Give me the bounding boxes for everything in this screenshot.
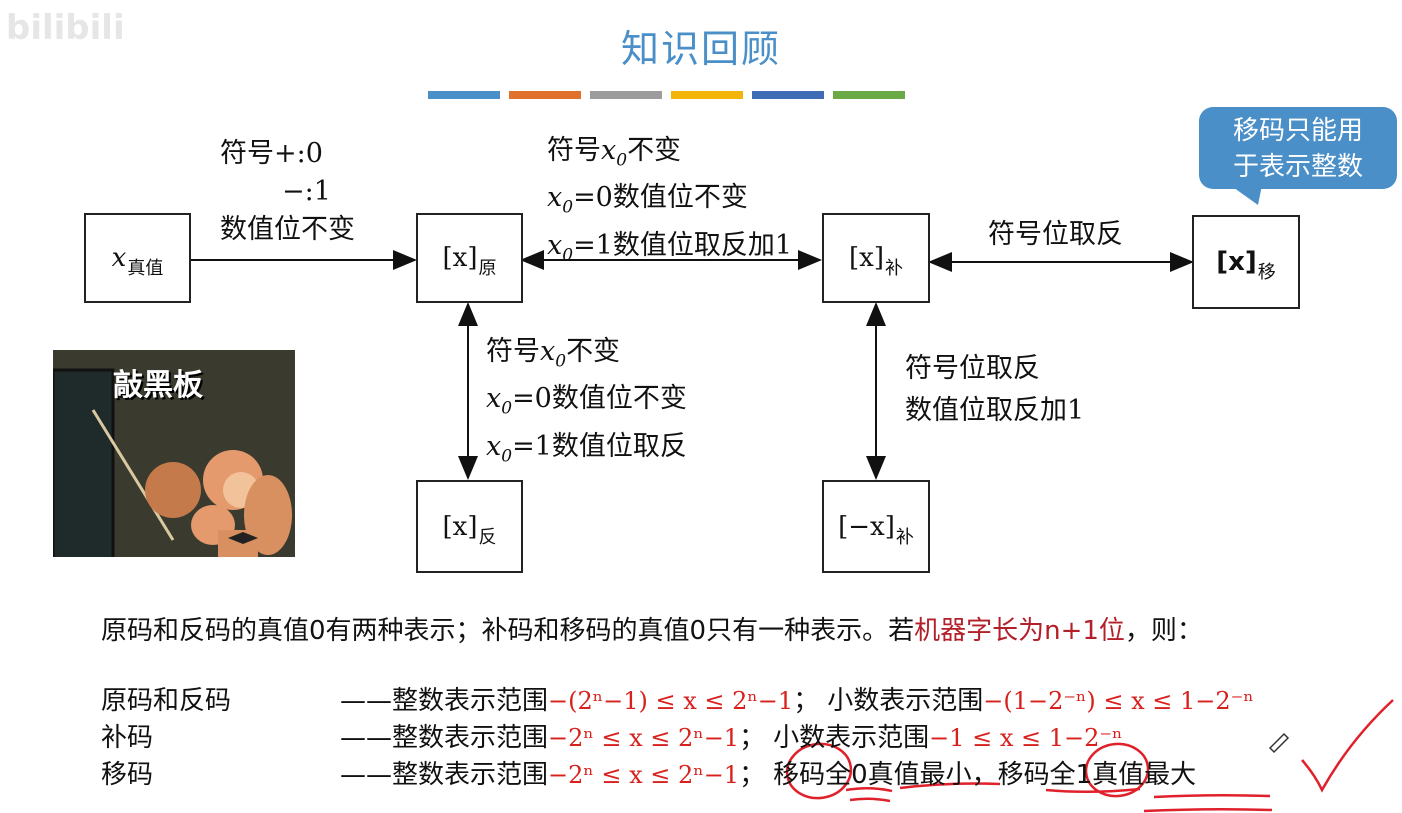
box-true-value-sub: 真值 (127, 258, 164, 279)
label-orig-to-ones-sign: 符号 (486, 336, 540, 367)
annotation-circle-2 (1084, 742, 1150, 798)
annotation-checkmark (1301, 699, 1394, 793)
box-ones-complement-main: [x] (442, 511, 478, 542)
note-bubble-tail (1230, 185, 1262, 205)
x0-symbol: x0 (547, 182, 574, 218)
x0-symbol: x0 (486, 383, 513, 419)
meme-illustration (53, 350, 295, 557)
label-orig-to-comp-l3: =1数值位取反加1 (573, 229, 793, 261)
range-name-1: 补码 (101, 723, 154, 753)
range-row-1-frac: −1 ≤ x ≤ 1−2⁻ⁿ (929, 724, 1123, 752)
annotation-underline-2 (849, 797, 891, 803)
note-bubble-line1: 移码只能用 (1232, 116, 1363, 146)
range-row-2-note: 移码全0真值最小，移码全1真值最大 (773, 760, 1197, 790)
note-bubble: 移码只能用 于表示整数 (1199, 107, 1397, 189)
x0-symbol: x0 (486, 430, 513, 467)
annotation-circle-1 (785, 742, 853, 800)
pen-cursor-icon (1268, 732, 1290, 754)
label-comp-to-neg: 符号位取反 数值位取反加1 (905, 348, 1084, 432)
annotation-underline-6 (1143, 807, 1273, 813)
range-row-0-sep: ； (793, 686, 820, 716)
x0-symbol: x0 (547, 229, 574, 266)
range-row-1-int: −2ⁿ ≤ x ≤ 2ⁿ−1 (548, 724, 740, 752)
box-twos-complement-sub: 补 (884, 258, 903, 279)
range-row-1: ——整数表示范围−2ⁿ ≤ x ≤ 2ⁿ−1；小数表示范围−1 ≤ x ≤ 1−… (340, 717, 1122, 754)
color-bar-segment (509, 91, 581, 99)
range-name-2: 移码 (101, 760, 154, 790)
color-bar-segment (833, 91, 905, 99)
label-orig-to-comp-unchanged: 不变 (627, 135, 682, 166)
label-true-to-orig-l2: −:1 (282, 176, 331, 207)
box-biased-sub: 移 (1257, 262, 1276, 283)
meme-caption: 敲黑板 (113, 368, 203, 403)
box-biased: [x]移 (1192, 215, 1300, 309)
box-sign-magnitude: [x]原 (416, 213, 523, 303)
annotation-underline-4 (1045, 787, 1141, 794)
label-orig-to-comp-l2: =0数值位不变 (573, 182, 748, 214)
label-orig-to-ones: 符号x0不变 x0=0数值位不变 x0=1数值位取反 (486, 333, 687, 475)
box-biased-main: [x] (1216, 247, 1257, 277)
box-twos-complement: [x]补 (822, 213, 930, 303)
x0-symbol: x0 (540, 336, 567, 372)
box-neg-twos-complement-sub: 补 (895, 526, 914, 548)
label-orig-to-ones-l3: =1数值位取反 (512, 430, 687, 462)
annotation-underline-5 (1153, 793, 1271, 799)
color-bar-segment (590, 91, 662, 99)
summary-sentence: 原码和反码的真值0有两种表示；补码和移码的真值0只有一种表示。若机器字长为n+1… (101, 610, 1203, 647)
range-row-0-dash: ——整数表示范围 (340, 686, 549, 716)
label-true-to-orig-l1: 符号+:0 (220, 138, 323, 169)
range-row-1-dash: ——整数表示范围 (340, 723, 549, 753)
label-comp-to-neg-l1: 符号位取反 (905, 353, 1040, 384)
range-row-0-int: −(2ⁿ−1) ≤ x ≤ 2ⁿ−1 (548, 687, 794, 715)
label-orig-to-ones-l2: =0数值位不变 (512, 383, 687, 415)
box-neg-twos-complement: [−x]补 (822, 480, 930, 573)
color-bar-segment (752, 91, 824, 99)
label-true-to-orig: 符号+:0 −:1 数值位不变 (220, 135, 355, 249)
summary-part2: ，则： (1124, 616, 1203, 646)
annotation-underline-1 (845, 787, 893, 793)
label-comp-to-neg-l2: 数值位取反加1 (905, 395, 1085, 426)
meme-image: 敲黑板 (53, 350, 295, 557)
label-orig-to-comp: 符号x0不变 x0=0数值位不变 x0=1数值位取反加1 (547, 132, 792, 274)
box-ones-complement-sub: 反 (478, 526, 497, 548)
range-name-0: 原码和反码 (101, 686, 232, 716)
range-row-2-sep: ； (739, 760, 766, 790)
color-bar-segment (671, 91, 743, 99)
range-row-2-int: −2ⁿ ≤ x ≤ 2ⁿ−1 (548, 761, 740, 789)
summary-highlight: 机器字长为n+1位 (914, 616, 1125, 646)
range-row-1-sep: ； (739, 723, 766, 753)
label-comp-to-biased: 符号位取反 (988, 219, 1123, 250)
summary-part1: 原码和反码的真值0有两种表示；补码和移码的真值0只有一种表示。若 (101, 616, 915, 646)
box-neg-twos-complement-main: [−x] (838, 511, 895, 542)
label-orig-to-comp-sign: 符号 (547, 135, 601, 166)
box-sign-magnitude-main: [x] (442, 243, 478, 273)
annotation-underline-3 (899, 782, 1001, 790)
page-title: 知识回顾 (620, 27, 781, 71)
range-row-2-dash: ——整数表示范围 (340, 760, 549, 790)
label-true-to-orig-l3: 数值位不变 (220, 214, 355, 245)
range-row-1-frac-label: 小数表示范围 (773, 723, 930, 753)
box-twos-complement-main: [x] (849, 243, 884, 273)
range-row-0-frac-label: 小数表示范围 (827, 686, 984, 716)
range-row-0-frac: −(1−2⁻ⁿ) ≤ x ≤ 1−2⁻ⁿ (983, 687, 1254, 715)
note-bubble-line2: 于表示整数 (1232, 152, 1363, 182)
box-true-value-main: x (111, 243, 127, 273)
box-sign-magnitude-sub: 原 (478, 258, 497, 279)
bilibili-watermark: bilibili (6, 8, 125, 48)
range-row-0: ——整数表示范围−(2ⁿ−1) ≤ x ≤ 2ⁿ−1；小数表示范围−(1−2⁻ⁿ… (340, 680, 1254, 717)
box-ones-complement: [x]反 (416, 480, 523, 573)
range-row-2: ——整数表示范围−2ⁿ ≤ x ≤ 2ⁿ−1；移码全0真值最小，移码全1真值最大 (340, 754, 1196, 791)
x0-symbol: x0 (601, 135, 628, 171)
color-bar-segment (428, 91, 500, 99)
label-orig-to-ones-unchanged: 不变 (566, 336, 621, 367)
